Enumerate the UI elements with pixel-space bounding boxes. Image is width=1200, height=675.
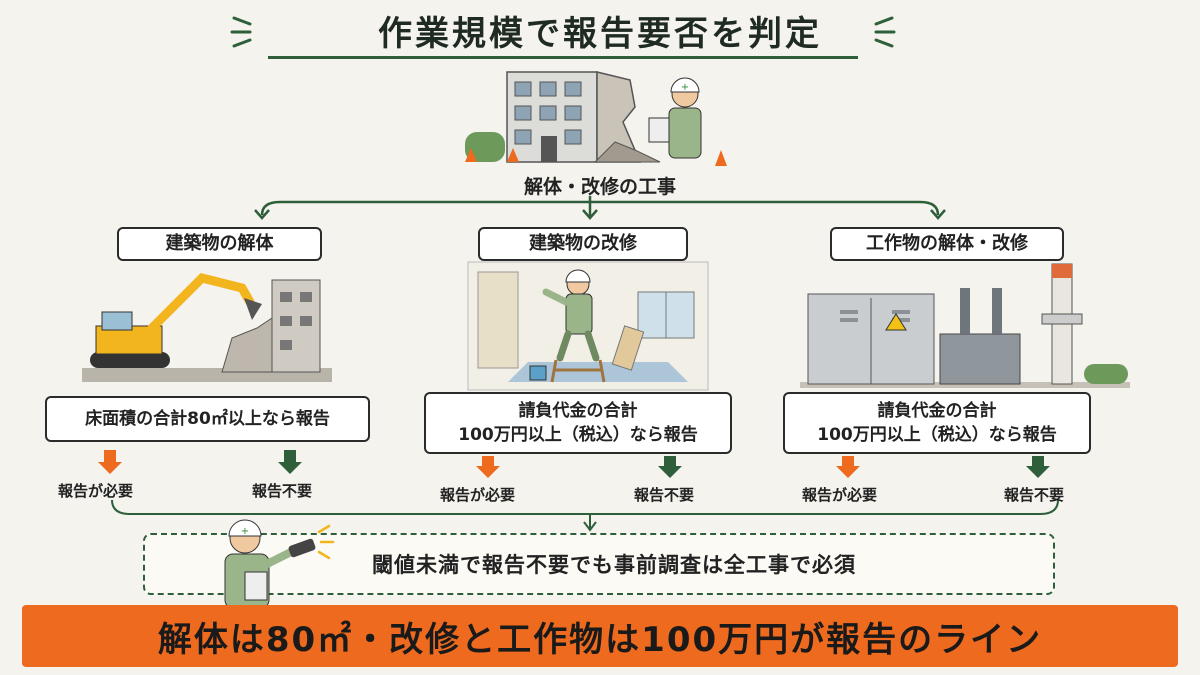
excavator-demolition-illustration <box>82 273 332 382</box>
outcome-required-structure: 報告が必要 <box>802 486 878 504</box>
not-required-arrow-icon <box>278 450 302 474</box>
outcome-not-required-renovation: 報告不要 <box>634 486 695 504</box>
title-sparkle-left-icon <box>230 16 252 48</box>
outcome-required-demolition: 報告が必要 <box>58 482 134 500</box>
notice-text: 閾値未満で報告不要でも事前調査は全工事で必須 <box>372 553 856 577</box>
building-demolition-illustration: + <box>465 71 727 166</box>
condition-text-line2: 100万円以上（税込）なら報告 <box>458 425 698 445</box>
condition-box-demolition: 床面積の合計80㎡以上なら報告 <box>45 396 370 442</box>
summary-banner: 解体は80㎡・改修と工作物は100万円が報告のライン <box>22 605 1178 667</box>
condition-box-structure: 請負代金の合計 100万円以上（税込）なら報告 <box>783 392 1091 454</box>
required-arrow-icon <box>476 456 500 478</box>
svg-text:+: + <box>241 526 249 537</box>
condition-text-line2: 100万円以上（税込）なら報告 <box>817 425 1057 445</box>
outcome-not-required-demolition: 報告不要 <box>252 482 313 500</box>
category-box-demolition: 建築物の解体 <box>117 227 322 261</box>
interior-renovation-illustration <box>467 261 709 391</box>
condition-text: 床面積の合計80㎡以上なら報告 <box>85 409 330 429</box>
inspector-flashlight-illustration: + <box>224 519 335 609</box>
required-arrow-icon <box>836 456 860 478</box>
not-required-arrow-icon <box>658 456 682 478</box>
outcome-required-renovation: 報告が必要 <box>440 486 516 504</box>
svg-text:+: + <box>681 82 689 93</box>
condition-text-line1: 請負代金の合計 <box>877 401 997 421</box>
category-box-structure: 工作物の解体・改修 <box>830 227 1064 261</box>
top-node-label: 解体・改修の工事 <box>523 176 676 198</box>
electrical-structure-illustration <box>800 263 1130 388</box>
condition-box-renovation: 請負代金の合計 100万円以上（税込）なら報告 <box>424 392 732 454</box>
required-arrow-icon <box>98 450 122 474</box>
title-sparkle-right-icon <box>874 16 896 48</box>
outcome-not-required-structure: 報告不要 <box>1004 486 1065 504</box>
page-title: 作業規模で報告要否を判定 <box>378 14 822 54</box>
condition-text-line1: 請負代金の合計 <box>518 401 638 421</box>
notice-box <box>143 533 1055 595</box>
not-required-arrow-icon <box>1026 456 1050 478</box>
title-underline <box>268 56 858 59</box>
category-box-renovation: 建築物の改修 <box>478 227 688 261</box>
